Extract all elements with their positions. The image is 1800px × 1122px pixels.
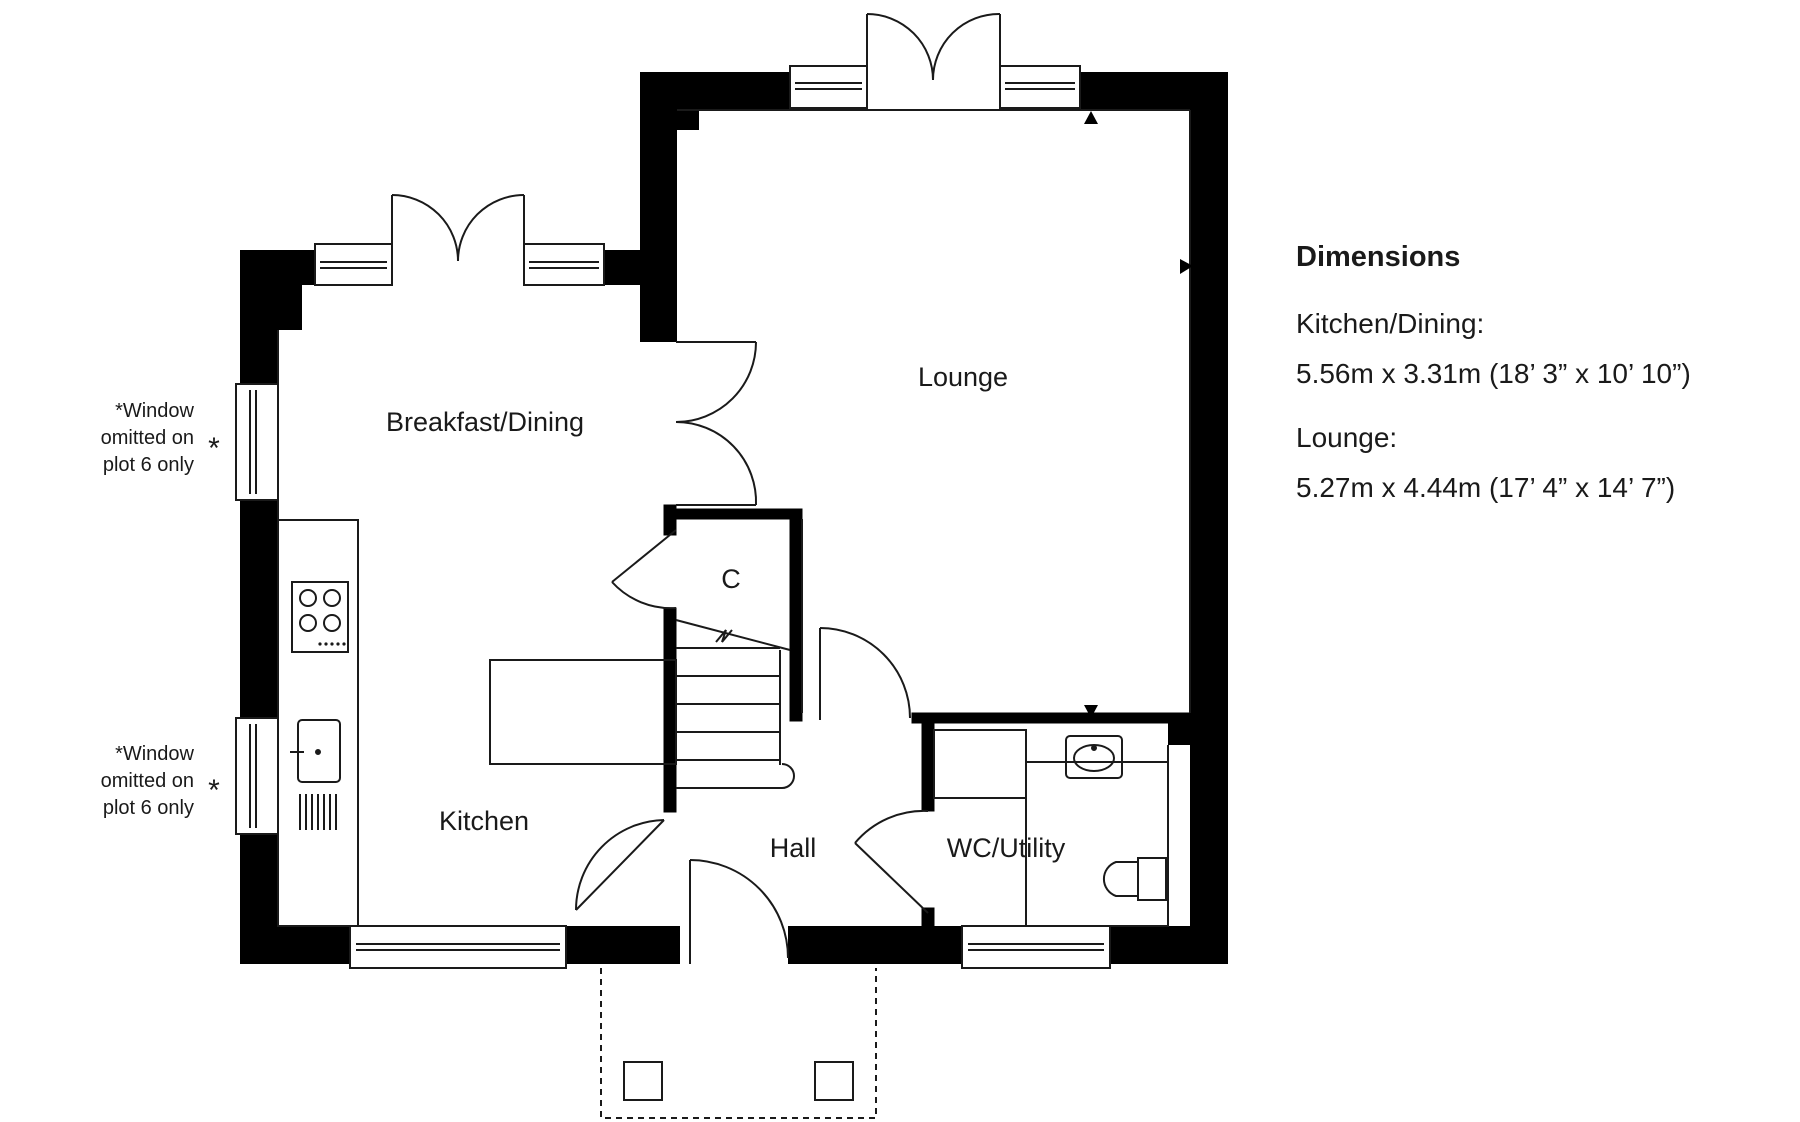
room-label-hall: Hall xyxy=(770,833,817,863)
door-cupboard xyxy=(611,529,677,610)
porch xyxy=(600,968,877,1119)
room-label-cupboard: C xyxy=(721,564,741,594)
kitchen-sink-icon xyxy=(290,719,341,783)
porch-post-left xyxy=(623,1061,663,1101)
room-label-wc-utility: WC/Utility xyxy=(947,833,1066,863)
window-wc-bottom xyxy=(961,925,1111,969)
door-front xyxy=(689,859,789,964)
note-line: omitted on xyxy=(101,770,194,792)
door-wc xyxy=(854,809,929,914)
door-kitchen-hall xyxy=(575,819,665,911)
window-dining-right xyxy=(523,243,605,286)
note-line: omitted on xyxy=(101,427,194,449)
lounge-label: Lounge: xyxy=(1296,421,1398,453)
note-line: plot 6 only xyxy=(103,454,194,476)
window-note-lower: *Window omitted on plot 6 only xyxy=(101,743,195,819)
kitchen-worktop xyxy=(277,519,359,927)
room-label-breakfast-dining: Breakfast/Dining xyxy=(386,407,584,437)
asterisk-lower: * xyxy=(208,774,220,807)
lounge-value: 5.27m x 4.44m (17’ 4” x 14’ 7”) xyxy=(1296,471,1676,503)
window-dining-left xyxy=(314,243,393,286)
doors xyxy=(391,12,1001,964)
note-line: *Window xyxy=(115,743,194,765)
room-label-lounge: Lounge xyxy=(918,362,1008,392)
basin-icon xyxy=(1065,735,1123,779)
window-lounge-left xyxy=(789,65,868,109)
kitchen-fittings xyxy=(277,519,677,927)
room-label-kitchen: Kitchen xyxy=(439,806,529,836)
room-labels: Breakfast/Dining Lounge Kitchen Hall WC/… xyxy=(386,362,1066,863)
windows xyxy=(235,65,1111,969)
note-line: plot 6 only xyxy=(103,797,194,819)
kitchen-island xyxy=(489,659,677,765)
french-doors-dining xyxy=(391,194,525,262)
note-line: *Window xyxy=(115,400,194,422)
hob-icon xyxy=(291,581,349,653)
window-note-upper: *Window omitted on plot 6 only xyxy=(101,400,195,476)
dimensions-panel: Dimensions Kitchen/Dining: 5.56m x 3.31m… xyxy=(1296,240,1776,513)
window-left-upper xyxy=(235,383,279,501)
window-kitchen-bottom xyxy=(349,925,567,969)
drainer-icon xyxy=(299,794,337,830)
door-dining-lounge xyxy=(675,341,758,506)
kitchen-dining-value: 5.56m x 3.31m (18’ 3” x 10’ 10”) xyxy=(1296,357,1691,389)
dimensions-heading: Dimensions xyxy=(1296,241,1461,273)
section-markers xyxy=(1084,111,1193,718)
internal-walls xyxy=(663,504,1191,927)
staircase xyxy=(675,619,795,789)
french-doors-lounge xyxy=(866,12,1001,81)
window-left-lower xyxy=(235,717,279,835)
kitchen-dining-label: Kitchen/Dining: xyxy=(1296,307,1485,339)
door-hall-lounge xyxy=(819,627,911,720)
wc-fittings xyxy=(933,729,1169,927)
porch-post-right xyxy=(814,1061,854,1101)
toilet-icon xyxy=(1102,857,1167,901)
asterisk-upper: * xyxy=(208,432,220,465)
window-lounge-right xyxy=(999,65,1081,109)
wc-counter xyxy=(1025,761,1169,927)
utility-unit xyxy=(933,729,1027,799)
